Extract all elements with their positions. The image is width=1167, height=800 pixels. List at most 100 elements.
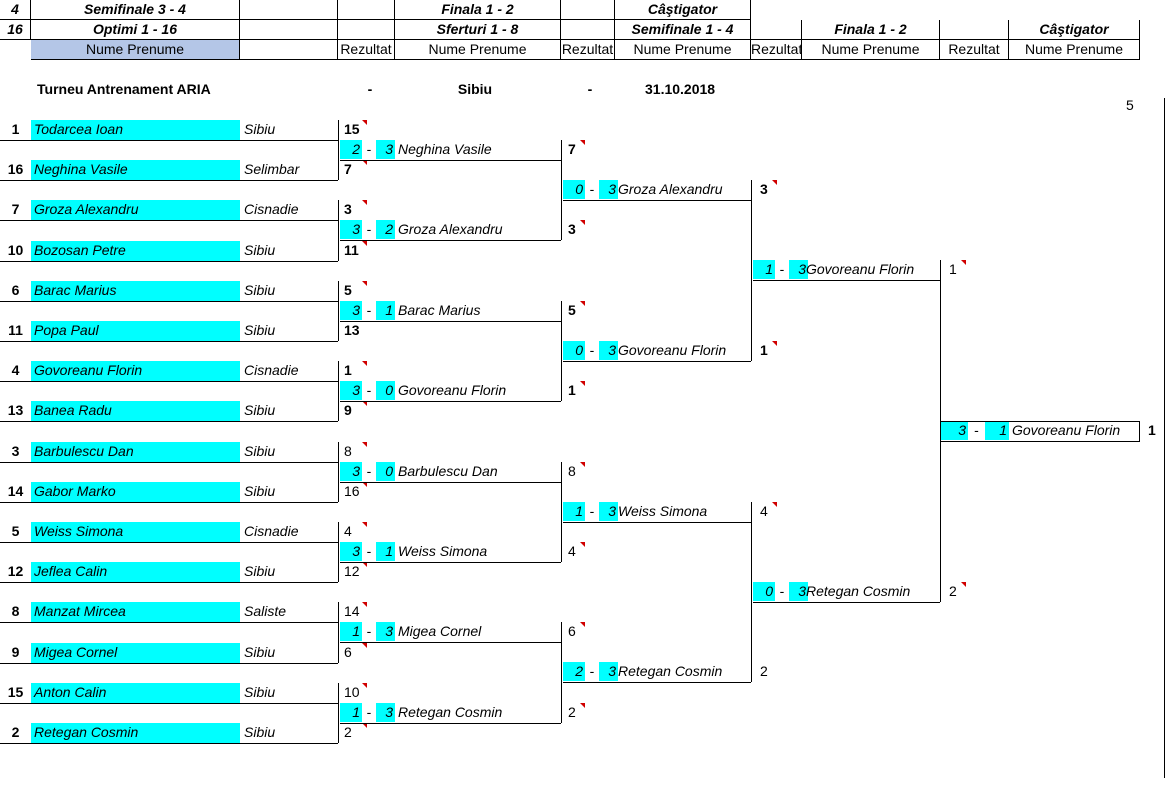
- result-value: 8: [568, 463, 576, 479]
- player-name[interactable]: Barbulescu Dan: [398, 463, 498, 479]
- score-box[interactable]: 3: [599, 341, 618, 360]
- player-name[interactable]: Bozosan Petre: [31, 241, 240, 261]
- row-underline: [340, 401, 561, 402]
- player-name[interactable]: Manzat Mircea: [31, 602, 240, 622]
- player-club: Sibiu: [244, 563, 276, 579]
- header-final-1-2: Finala 1 - 2: [395, 0, 561, 20]
- player-name[interactable]: Weiss Simona: [618, 503, 708, 519]
- cell-border: [751, 502, 752, 522]
- player-name[interactable]: Retegan Cosmin: [31, 723, 240, 743]
- comment-marker: [580, 140, 585, 145]
- player-name[interactable]: Govoreanu Florin: [618, 342, 727, 358]
- comment-marker: [362, 522, 367, 527]
- score-box[interactable]: 3: [376, 140, 395, 159]
- score-box[interactable]: 3: [340, 462, 362, 481]
- header-name-col: Nume Prenume: [802, 40, 940, 60]
- bracket-connector: [338, 301, 339, 341]
- row-underline: [563, 361, 751, 362]
- score-box[interactable]: 3: [599, 502, 618, 521]
- score-box[interactable]: 2: [376, 220, 395, 239]
- score-box[interactable]: 2: [340, 140, 362, 159]
- player-name[interactable]: Anton Calin: [31, 683, 240, 703]
- player-name[interactable]: Jeflea Calin: [31, 562, 240, 582]
- player-name[interactable]: Migea Cornel: [398, 623, 482, 639]
- score-dash: -: [362, 542, 376, 561]
- score-box[interactable]: 1: [340, 622, 362, 641]
- player-name[interactable]: Neghina Vasile: [31, 160, 240, 180]
- tournament-name: Turneu Antrenament ARIA: [37, 81, 211, 97]
- comment-marker: [580, 381, 585, 386]
- bracket-connector: [751, 200, 752, 361]
- player-name[interactable]: Groza Alexandru: [618, 181, 723, 197]
- seed-number: 14: [7, 483, 24, 499]
- player-name[interactable]: Barac Marius: [31, 281, 240, 301]
- player-name[interactable]: Weiss Simona: [31, 522, 240, 542]
- player-club: Cisnadie: [244, 523, 299, 539]
- score-box[interactable]: 3: [340, 542, 362, 561]
- header-champion: Câştigator: [1009, 20, 1140, 40]
- header-result-col: Rezultat: [940, 40, 1009, 60]
- score-box[interactable]: 1: [563, 502, 585, 521]
- champion-name[interactable]: Govoreanu Florin: [1012, 422, 1121, 438]
- row-underline: [340, 240, 561, 241]
- score-box[interactable]: 0: [376, 462, 395, 481]
- seed-number: 8: [11, 603, 20, 619]
- player-name[interactable]: Retegan Cosmin: [806, 583, 911, 599]
- player-name[interactable]: Barac Marius: [398, 302, 481, 318]
- result-value: 3: [344, 201, 352, 217]
- score-box[interactable]: 3: [340, 381, 362, 400]
- score-box[interactable]: 1: [376, 542, 395, 561]
- comment-marker: [362, 241, 367, 246]
- player-name[interactable]: Groza Alexandru: [31, 200, 240, 220]
- player-name[interactable]: Govoreanu Florin: [398, 382, 507, 398]
- score-box[interactable]: 3: [789, 582, 808, 601]
- seed-number: 12: [7, 563, 24, 579]
- player-name[interactable]: Govoreanu Florin: [806, 261, 915, 277]
- result-value: 4: [344, 523, 352, 539]
- score-box[interactable]: 0: [563, 180, 585, 199]
- row-underline: [0, 301, 338, 302]
- score-box[interactable]: 1: [376, 301, 395, 320]
- row-underline: [0, 703, 338, 704]
- score-box[interactable]: 3: [599, 662, 618, 681]
- header-player-count: 16: [0, 20, 31, 40]
- header-result-col: Rezultat: [751, 40, 802, 60]
- score-box[interactable]: 3: [340, 301, 362, 320]
- bracket-connector: [561, 160, 562, 240]
- player-club: Sibiu: [244, 322, 276, 338]
- player-name[interactable]: Weiss Simona: [398, 543, 488, 559]
- score-box[interactable]: 3: [340, 220, 362, 239]
- score-box[interactable]: 0: [563, 341, 585, 360]
- player-name[interactable]: Todarcea Ioan: [31, 120, 240, 140]
- score-box[interactable]: 0: [753, 582, 775, 601]
- score-box[interactable]: 2: [563, 662, 585, 681]
- player-name[interactable]: Banea Radu: [31, 401, 240, 421]
- score-box[interactable]: 3: [376, 622, 395, 641]
- header-round-of-16: Optimi 1 - 16: [31, 20, 240, 40]
- score-box[interactable]: 3: [599, 180, 618, 199]
- score-box[interactable]: 1: [985, 421, 1009, 440]
- player-club: Sibiu: [244, 121, 276, 137]
- player-name[interactable]: Retegan Cosmin: [618, 663, 723, 679]
- comment-marker: [580, 220, 585, 225]
- player-name[interactable]: Migea Cornel: [31, 643, 240, 663]
- header-semifinals-1-4: Semifinale 1 - 4: [615, 20, 751, 40]
- score-box[interactable]: 1: [340, 703, 362, 722]
- score-box[interactable]: 1: [753, 260, 775, 279]
- player-name[interactable]: Groza Alexandru: [398, 221, 503, 237]
- player-name[interactable]: Retegan Cosmin: [398, 704, 503, 720]
- score-box[interactable]: 3: [789, 260, 808, 279]
- player-name[interactable]: Neghina Vasile: [398, 141, 492, 157]
- score-box[interactable]: 3: [376, 703, 395, 722]
- comment-marker: [362, 401, 367, 406]
- player-name[interactable]: Gabor Marko: [31, 482, 240, 502]
- result-value: 14: [344, 603, 360, 619]
- score-box[interactable]: 3: [941, 421, 968, 440]
- header-blank: [240, 20, 338, 40]
- score-dash: -: [775, 260, 789, 279]
- player-name[interactable]: Govoreanu Florin: [31, 361, 240, 381]
- player-name[interactable]: Barbulescu Dan: [31, 442, 240, 462]
- player-name[interactable]: Popa Paul: [31, 321, 240, 341]
- score-box[interactable]: 0: [376, 381, 395, 400]
- bracket-connector: [561, 482, 562, 562]
